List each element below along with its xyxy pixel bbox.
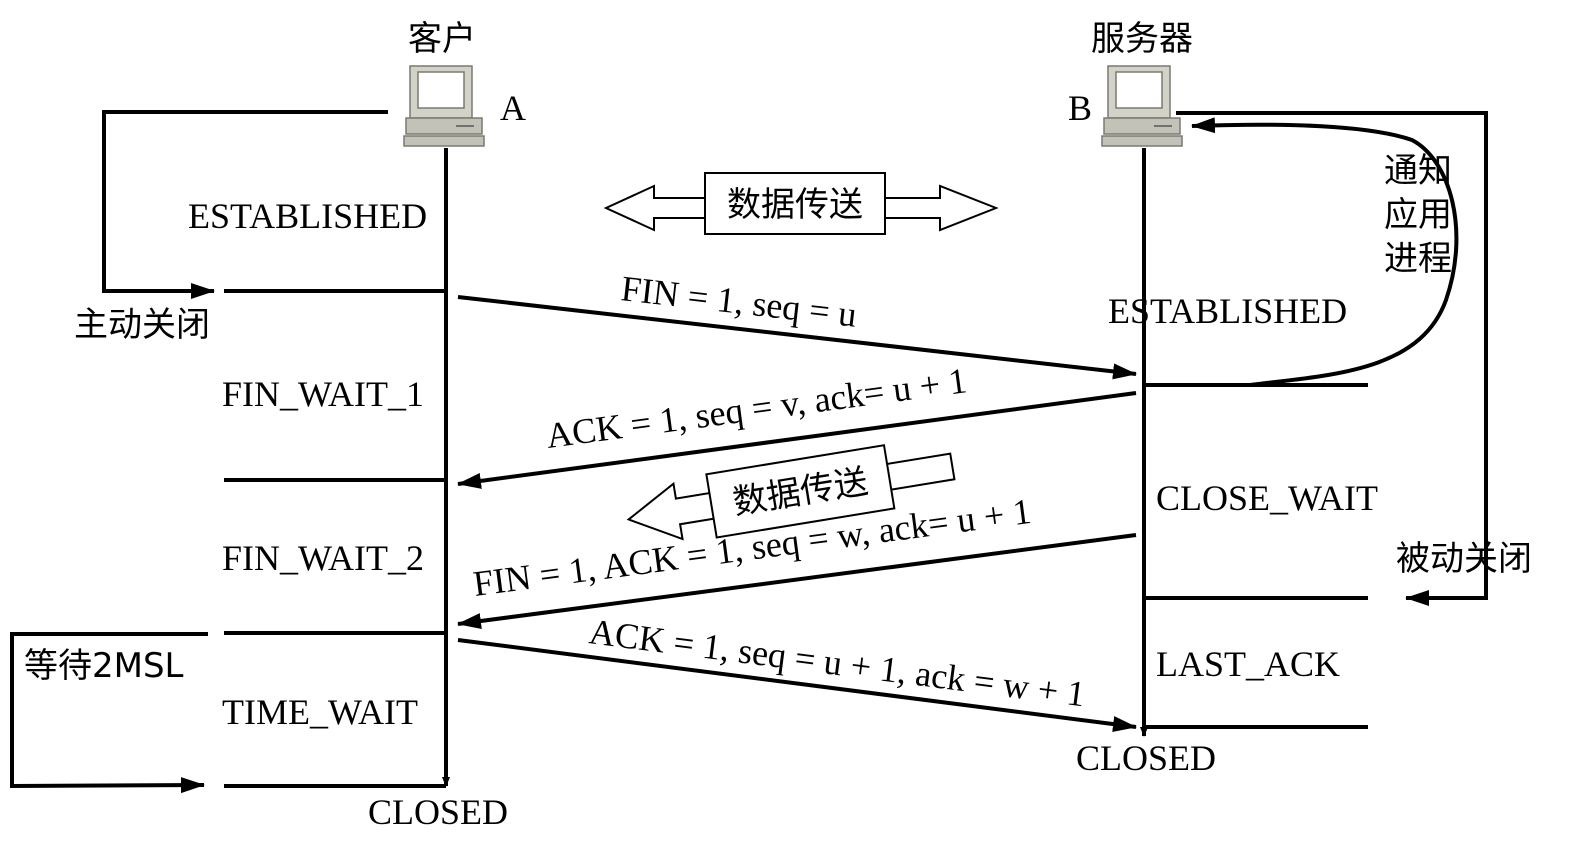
- data-transfer-one-way-box: [705, 444, 896, 539]
- notify-app-line-3: 进程: [1384, 239, 1452, 279]
- client-state-established: ESTABLISHED: [188, 196, 427, 236]
- passive-close-bracket: [1176, 111, 1488, 606]
- active-close-label: 主动关闭: [74, 305, 210, 345]
- client-state-fin-wait-2: FIN_WAIT_2: [222, 538, 424, 578]
- server-state-established: ESTABLISHED: [1108, 291, 1347, 331]
- wait-2msl-bracket: [10, 632, 208, 794]
- passive-close-label: 被动关闭: [1396, 539, 1532, 579]
- message-arrow-ack1: [457, 391, 1137, 489]
- message-arrow-fin2: [457, 533, 1137, 629]
- server-state-closed: CLOSED: [1076, 738, 1216, 778]
- notify-app-line-2: 应用: [1384, 195, 1452, 235]
- notify-app-line-1: 通知: [1384, 151, 1452, 191]
- client-state-fin-wait-1: FIN_WAIT_1: [222, 374, 424, 414]
- message-label-fin1: FIN = 1, seq = u: [619, 268, 859, 335]
- data-transfer-bidirectional: 数据传送: [603, 172, 999, 235]
- server-state-last-ack: LAST_ACK: [1156, 644, 1340, 684]
- server-state-close-wait: CLOSE_WAIT: [1156, 478, 1378, 518]
- server-label: B: [1068, 88, 1092, 128]
- client-state-closed: CLOSED: [368, 792, 508, 832]
- message-arrow-fin1: [457, 295, 1137, 380]
- client-label: A: [500, 88, 526, 128]
- client-computer-icon: [403, 65, 485, 147]
- data-transfer-box: [704, 172, 886, 235]
- client-state-time-wait: TIME_WAIT: [222, 692, 418, 732]
- message-label-ack1: ACK = 1, seq = v, ack= u + 1: [544, 360, 969, 456]
- server-computer-icon: [1101, 65, 1183, 147]
- wait-2msl-label: 等待2MSL: [24, 646, 184, 686]
- client-title: 客户: [408, 19, 476, 59]
- message-label-ack2: ACK = 1, seq = u + 1, ack = w + 1: [587, 611, 1088, 714]
- notify-app-curve: [1191, 117, 1459, 387]
- message-arrow-ack2: [457, 638, 1137, 733]
- active-close-bracket: [102, 110, 388, 299]
- data-transfer-label: 数据传送: [727, 185, 863, 225]
- server-title: 服务器: [1091, 19, 1193, 59]
- data-transfer-one-way: 数据传送: [626, 444, 956, 541]
